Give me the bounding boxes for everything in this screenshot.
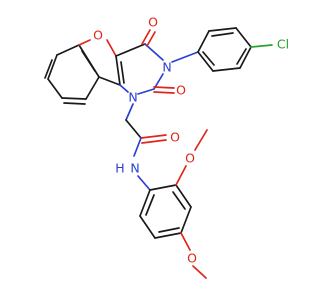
bond xyxy=(158,227,180,233)
bond xyxy=(192,265,207,279)
bond xyxy=(139,215,156,239)
bond xyxy=(139,189,151,217)
bond xyxy=(141,139,167,144)
bond xyxy=(154,232,182,239)
bond xyxy=(145,194,155,216)
bond xyxy=(153,91,175,94)
bond xyxy=(172,191,186,210)
bond xyxy=(175,184,192,208)
bond xyxy=(125,119,142,139)
bond xyxy=(137,175,151,191)
molecule-structure-drawing: O O N O N Cl O N H O O xyxy=(44,15,289,279)
bond xyxy=(146,31,156,47)
atom-labels: O O N O N Cl O N H O O xyxy=(93,15,289,266)
bond xyxy=(119,84,129,93)
carbonyl-oxygen-right-label: O xyxy=(176,83,186,98)
amide-oxygen-label: O xyxy=(170,130,180,145)
bond xyxy=(106,39,117,57)
bond xyxy=(61,97,87,100)
bond xyxy=(194,129,208,151)
bond xyxy=(180,232,191,251)
bond xyxy=(125,103,134,121)
bond xyxy=(236,48,247,65)
bond xyxy=(212,67,241,72)
bond xyxy=(47,78,63,99)
bond xyxy=(56,44,80,56)
bond xyxy=(140,134,167,139)
bond xyxy=(175,165,187,186)
chlorine-label: Cl xyxy=(277,37,289,52)
bond xyxy=(78,39,91,46)
bond xyxy=(47,54,58,80)
bond xyxy=(250,44,273,48)
bond xyxy=(197,30,210,53)
bond xyxy=(81,50,96,72)
bond xyxy=(171,51,199,63)
bond xyxy=(98,76,121,86)
methoxy-oxygen-top-label: O xyxy=(185,151,195,166)
amide-hydrogen-label: H xyxy=(115,161,124,176)
bond xyxy=(153,86,175,89)
bonds xyxy=(44,27,273,279)
bond xyxy=(115,43,146,57)
bond xyxy=(208,27,237,32)
bond xyxy=(141,29,151,45)
bond xyxy=(133,137,142,157)
bond xyxy=(44,59,53,79)
bond xyxy=(149,184,177,191)
bond xyxy=(137,88,155,95)
n1-nitrogen-label: N xyxy=(128,90,137,105)
carbonyl-oxygen-top-label: O xyxy=(148,15,158,30)
bond xyxy=(115,55,121,86)
bond xyxy=(63,102,86,105)
methoxy-oxygen-bottom-label: O xyxy=(187,251,197,266)
bond xyxy=(85,76,100,100)
bond xyxy=(180,206,192,234)
amide-nitrogen-label: N xyxy=(130,161,139,176)
n3-nitrogen-label: N xyxy=(162,60,171,75)
furan-oxygen-label: O xyxy=(93,28,103,43)
bond xyxy=(144,43,164,61)
bond xyxy=(211,32,234,37)
bond xyxy=(202,51,215,66)
bond xyxy=(120,61,125,84)
bond xyxy=(197,51,214,72)
bond xyxy=(239,46,252,69)
bond xyxy=(235,27,252,48)
